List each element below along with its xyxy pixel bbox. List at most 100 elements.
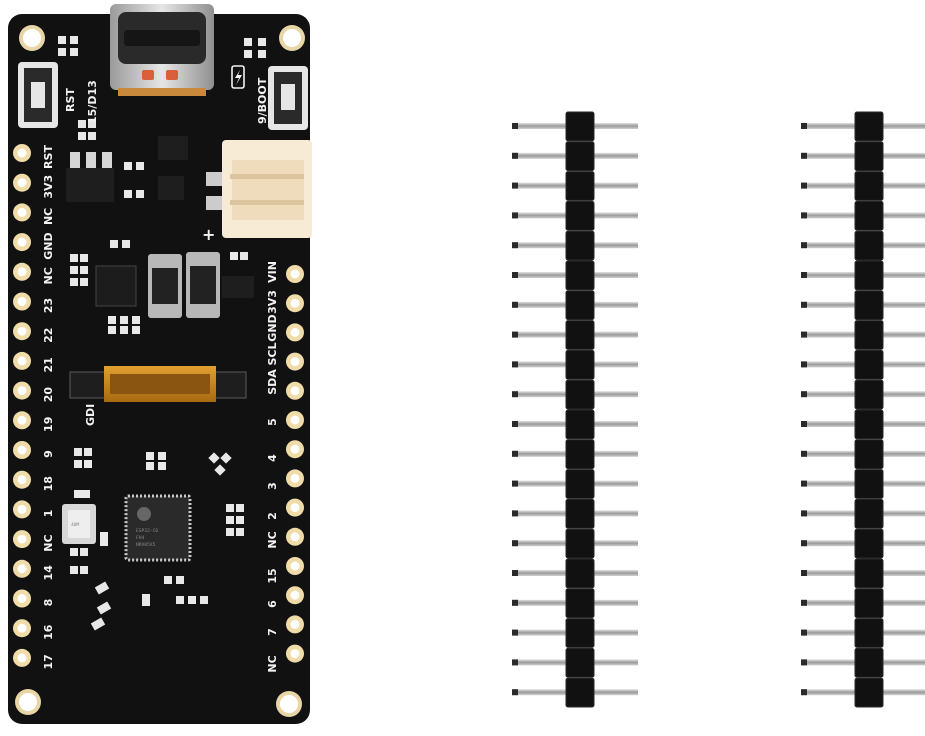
right-pin-label: 7 — [266, 628, 279, 636]
header-body-segment — [854, 290, 884, 321]
esp32-c6-chip: ESP32-C6 FH4 NRV85X5 — [124, 494, 192, 562]
right-pin-label: 5 — [266, 418, 279, 426]
battery-charge-icon — [231, 65, 245, 89]
left-pin-label: 9 — [42, 450, 55, 458]
right-pin-label: 4 — [266, 454, 279, 462]
esp32-c6-board: ESP32-C6 FH4 NRV85X5 40M RST 15/D13 9/BO… — [8, 4, 312, 724]
left-pin-label: NC — [42, 208, 55, 225]
left-pin-label: 22 — [42, 328, 55, 343]
pin-header-right — [801, 111, 925, 708]
right-pad — [286, 586, 304, 605]
left-pin-label: NC — [42, 534, 55, 551]
left-pin-label: 1 — [42, 510, 55, 518]
left-pad — [13, 530, 31, 549]
header-body-segment — [565, 260, 595, 291]
header-body-segment — [854, 141, 884, 172]
right-pin-label: GND — [266, 314, 279, 341]
gdi-fpc-connector — [69, 366, 247, 402]
right-pin-label: 3 — [266, 482, 279, 490]
left-pad — [13, 589, 31, 608]
right-pad — [286, 323, 304, 342]
right-pad — [286, 352, 304, 371]
header-body-segment — [565, 290, 595, 321]
left-pad — [13, 351, 31, 370]
header-body-segment — [854, 260, 884, 291]
header-body-segment — [565, 409, 595, 440]
header-body-segment — [565, 320, 595, 350]
right-pad — [286, 644, 304, 663]
header-body-segment — [565, 379, 595, 410]
header-body-segment — [854, 349, 884, 380]
left-pad — [13, 322, 31, 341]
right-pin-label: 2 — [266, 512, 279, 520]
left-pin-label: 21 — [42, 357, 55, 372]
header-body-segment — [854, 171, 884, 201]
right-pad — [286, 557, 304, 575]
left-pin-label: 23 — [42, 298, 55, 313]
left-pin-pads — [13, 144, 31, 667]
left-pad — [13, 292, 31, 311]
usb-c-connector — [110, 4, 214, 96]
label-rst: RST — [64, 88, 77, 112]
label-9-boot: 9/BOOT — [256, 77, 269, 124]
left-pad — [13, 500, 31, 519]
header-body-segment — [565, 588, 595, 619]
header-body-segment — [565, 677, 595, 708]
left-pad — [13, 144, 31, 162]
right-pad — [286, 615, 304, 634]
right-pin-label: NC — [266, 655, 279, 672]
chip-marking-line-3: NRV85X5 — [136, 542, 156, 548]
left-pin-label: 16 — [42, 624, 55, 640]
boot-button — [268, 66, 308, 130]
right-pad — [286, 498, 304, 517]
left-pad — [13, 441, 31, 459]
left-pin-label: RST — [42, 145, 55, 169]
crystal-oscillator: 40M — [62, 504, 96, 544]
header-body-segment — [854, 320, 884, 350]
header-body-segment — [565, 647, 595, 678]
left-pin-label: GND — [42, 232, 55, 259]
left-pad — [13, 619, 31, 638]
right-pad — [286, 440, 304, 459]
right-pad — [286, 527, 304, 546]
right-pad — [286, 411, 304, 429]
left-pad — [13, 470, 31, 489]
label-gdi: GDI — [84, 404, 97, 426]
left-pin-label: 3V3 — [42, 175, 55, 199]
left-pad — [13, 262, 31, 281]
left-pin-label: 20 — [42, 387, 55, 403]
left-pad — [13, 648, 31, 667]
pin-header-left — [512, 111, 638, 708]
right-pin-label: 3V3 — [266, 290, 279, 314]
header-body-segment — [565, 141, 595, 172]
header-body-segment — [854, 409, 884, 440]
header-body-segment — [854, 200, 884, 231]
header-body-segment — [854, 111, 884, 142]
right-pin-pads — [286, 265, 304, 663]
left-pin-label: 8 — [42, 599, 55, 607]
header-body-segment — [565, 558, 595, 589]
crystal-marking: 40M — [71, 522, 80, 528]
right-pin-label: 15 — [266, 568, 279, 583]
left-pin-label: 14 — [42, 565, 55, 581]
right-pad — [286, 294, 304, 313]
right-pad — [286, 381, 304, 400]
right-pad — [286, 469, 304, 488]
right-pin-label: NC — [266, 531, 279, 548]
header-body-segment — [565, 498, 595, 529]
reset-button — [18, 62, 58, 128]
left-pad — [13, 203, 31, 222]
header-body-segment — [854, 439, 884, 470]
header-body-segment — [565, 111, 595, 142]
right-pin-label: VIN — [266, 261, 279, 283]
label-plus: + — [202, 225, 215, 244]
left-pin-label: 18 — [42, 476, 55, 491]
chip-marking-line-2: FH4 — [136, 535, 145, 541]
left-pad — [13, 411, 31, 430]
header-body-segment — [565, 469, 595, 499]
header-body-segment — [854, 469, 884, 499]
header-body-segment — [854, 647, 884, 678]
